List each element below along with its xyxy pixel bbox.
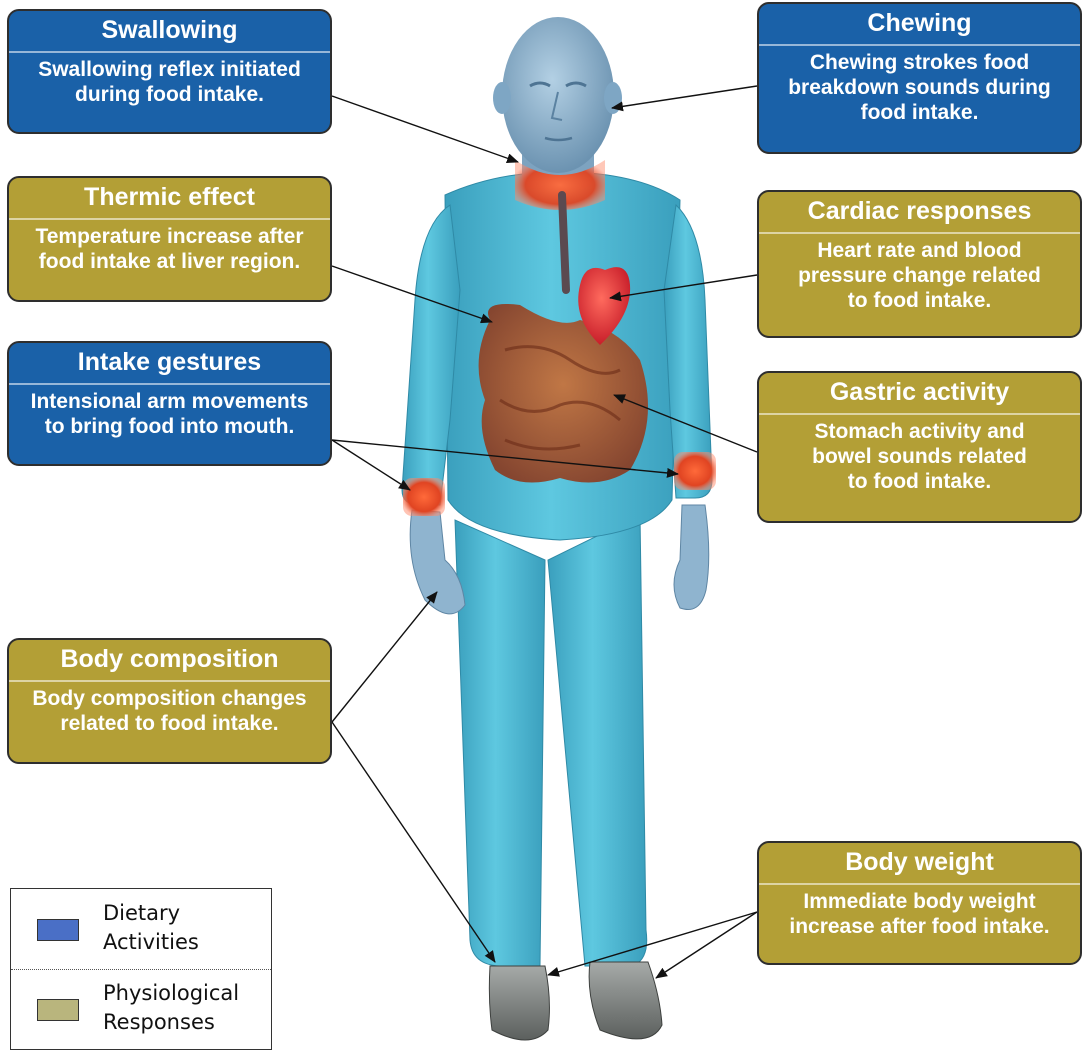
body-composition-desc: Body composition changes related to food… [9, 682, 330, 742]
physiological-legend-label: Physiological Responses [103, 979, 263, 1037]
right-hand [674, 505, 709, 610]
thermic-effect-desc: Temperature increase after food intake a… [9, 220, 330, 280]
arrow-swallowing [332, 96, 518, 162]
thermic-effect-box: Thermic effect Temperature increase afte… [7, 176, 332, 302]
left-leg [455, 520, 545, 966]
arrow-weight-right [656, 912, 757, 978]
arrow-composition-hand [332, 592, 437, 722]
esophagus [562, 195, 566, 290]
dietary-legend-label: Dietary Activities [103, 899, 263, 957]
legend-row-dietary: Dietary Activities [11, 889, 271, 970]
left-ear [493, 82, 511, 114]
legend: Dietary Activities Physiological Respons… [10, 888, 272, 1050]
gastric-activity-box: Gastric activity Stomach activity and bo… [757, 371, 1082, 523]
cardiac-responses-box: Cardiac responses Heart rate and blood p… [757, 190, 1082, 338]
body-weight-desc: Immediate body weight increase after foo… [759, 885, 1080, 945]
arrow-intake-left [332, 440, 410, 490]
gastric-activity-title: Gastric activity [759, 373, 1080, 415]
cardiac-responses-title: Cardiac responses [759, 192, 1080, 234]
gastric-activity-desc: Stomach activity and bowel sounds relate… [759, 415, 1080, 500]
right-leg [548, 515, 647, 966]
swallowing-desc: Swallowing reflex initiated during food … [9, 53, 330, 113]
swallowing-title: Swallowing [9, 11, 330, 53]
body-composition-title: Body composition [9, 640, 330, 682]
intake-gestures-box: Intake gestures Intensional arm movement… [7, 341, 332, 466]
chewing-title: Chewing [759, 4, 1080, 46]
dietary-swatch [37, 919, 79, 941]
body-weight-title: Body weight [759, 843, 1080, 885]
right-ear [604, 82, 622, 114]
chewing-desc: Chewing strokes food breakdown sounds du… [759, 46, 1080, 131]
body-composition-box: Body composition Body composition change… [7, 638, 332, 764]
right-wrist-sensor [674, 452, 716, 490]
left-wrist-sensor [403, 478, 445, 516]
arrow-weight-left [548, 912, 757, 975]
arrow-chewing [612, 86, 757, 108]
left-shoe [489, 966, 549, 1040]
chewing-box: Chewing Chewing strokes food breakdown s… [757, 2, 1082, 154]
swallowing-box: Swallowing Swallowing reflex initiated d… [7, 9, 332, 134]
body-weight-box: Body weight Immediate body weight increa… [757, 841, 1082, 965]
physiological-swatch [37, 999, 79, 1021]
right-shoe [589, 962, 662, 1039]
intake-gestures-desc: Intensional arm movements to bring food … [9, 385, 330, 445]
intake-gestures-title: Intake gestures [9, 343, 330, 385]
cardiac-responses-desc: Heart rate and blood pressure change rel… [759, 234, 1080, 319]
legend-row-physiological: Physiological Responses [11, 969, 271, 1049]
thermic-effect-title: Thermic effect [9, 178, 330, 220]
